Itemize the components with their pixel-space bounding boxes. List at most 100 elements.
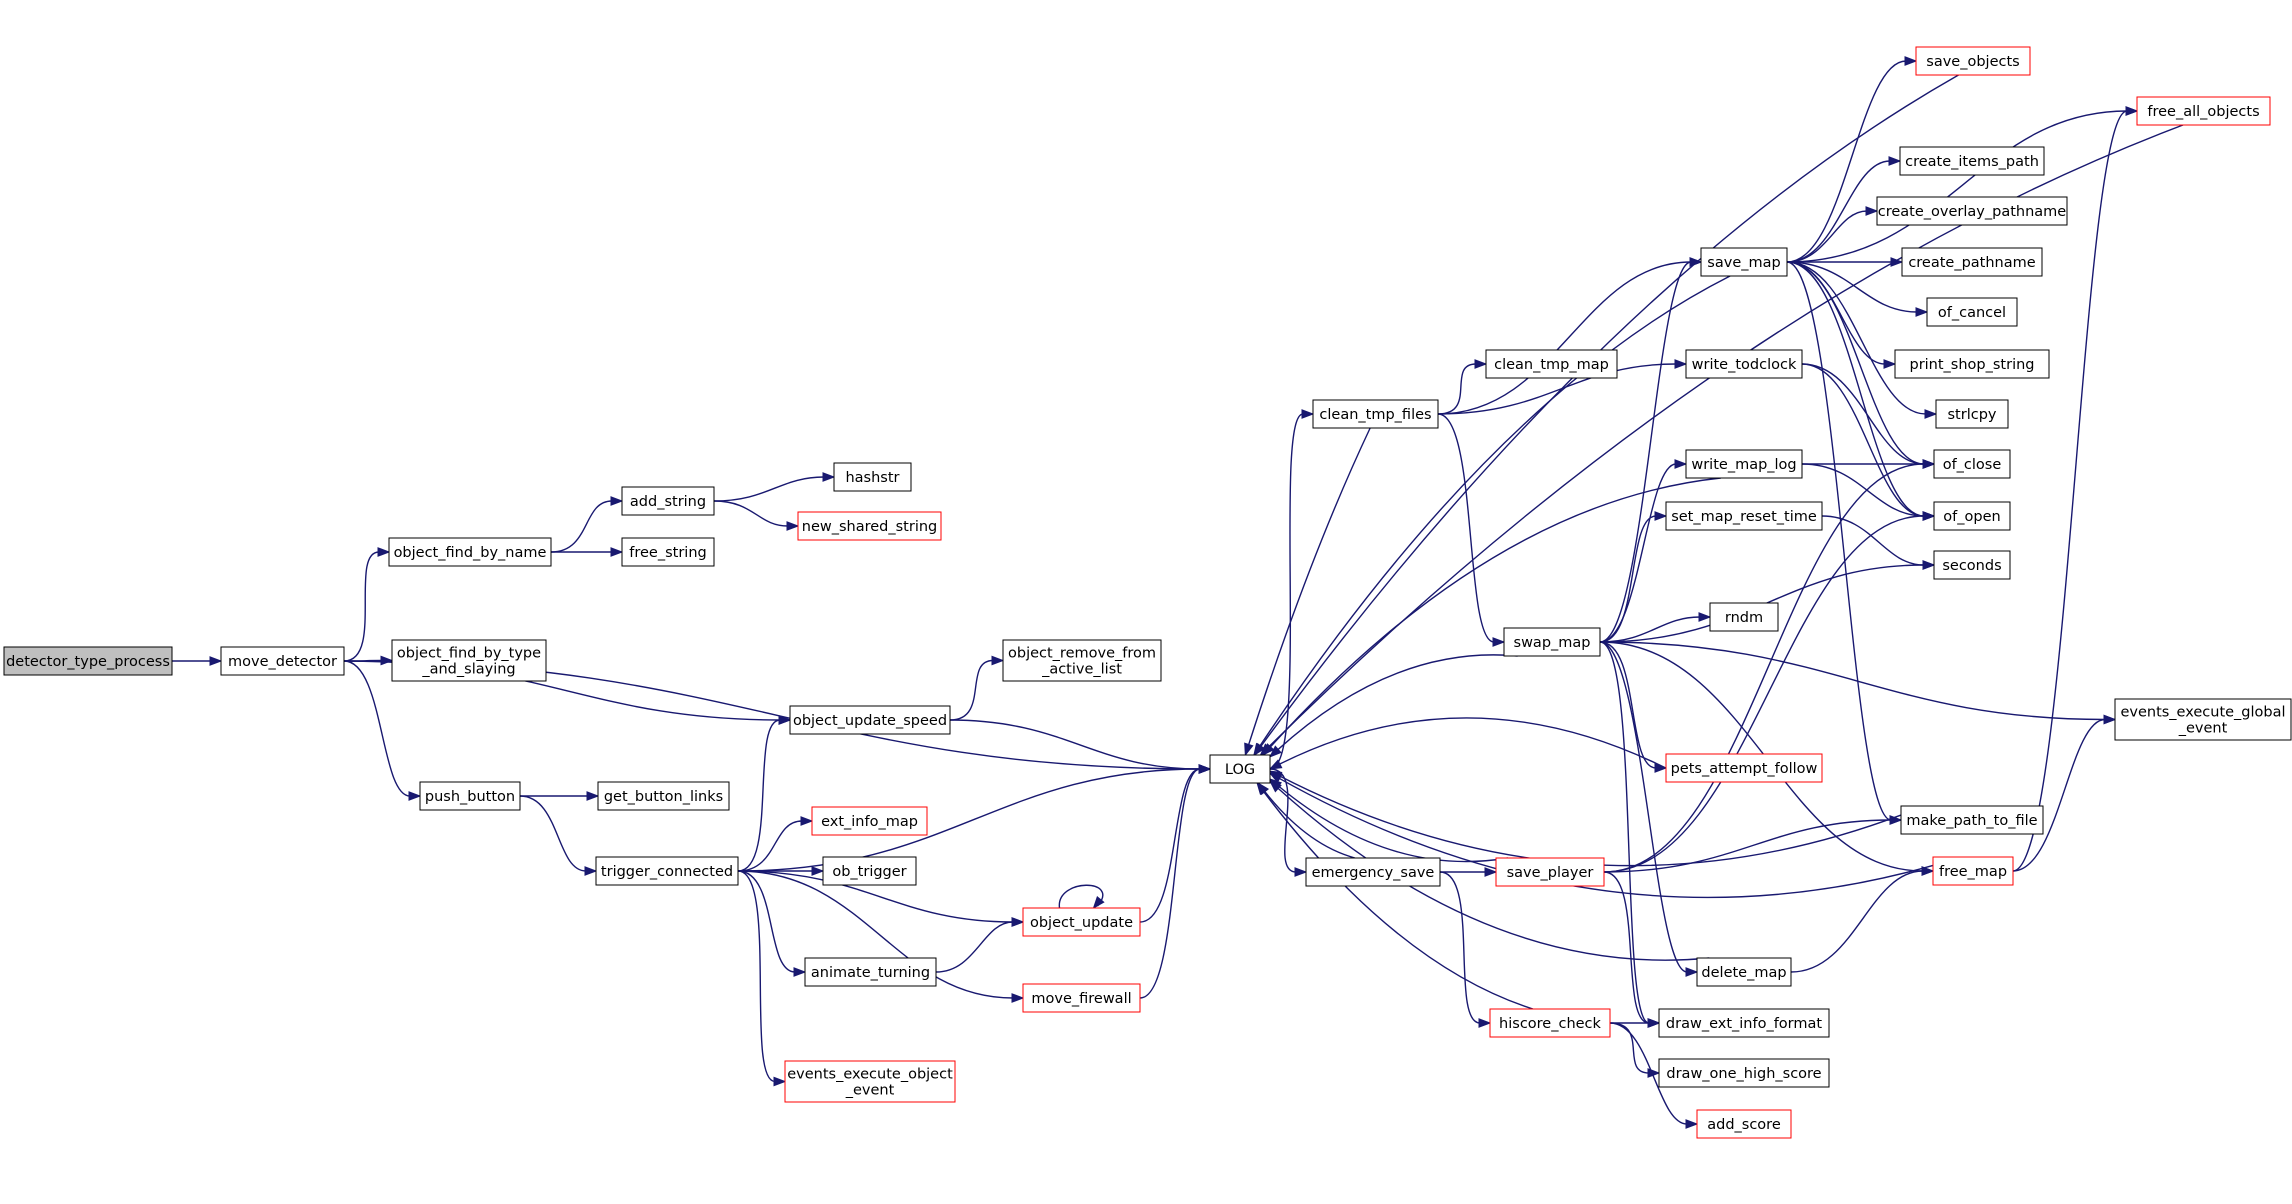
node-label: new_shared_string — [802, 519, 938, 535]
node-print_shop_string[interactable]: print_shop_string — [1894, 349, 2050, 379]
edge-save_map-to-create_overlay_pathname — [1786, 206, 1879, 263]
node-of_open[interactable]: of_open — [1933, 501, 2011, 531]
edge-line — [1786, 261, 1918, 313]
node-label: strlcpy — [1948, 407, 1997, 423]
node-make_path_to_file[interactable]: make_path_to_file — [1900, 805, 2044, 835]
node-clean_tmp_files[interactable]: clean_tmp_files — [1312, 399, 1439, 429]
node-free_string[interactable]: free_string — [621, 537, 715, 567]
node-box — [1685, 349, 1803, 379]
node-box — [1899, 146, 2045, 176]
edge-line — [343, 660, 411, 797]
node-object_find_by_name[interactable]: object_find_by_name — [388, 537, 552, 567]
edge-line — [550, 500, 613, 553]
node-ob_trigger[interactable]: ob_trigger — [822, 856, 917, 886]
node-rndm[interactable]: rndm — [1709, 602, 1779, 632]
node-events_execute_global_event[interactable]: events_execute_global_event — [2114, 698, 2292, 741]
edge-line — [935, 921, 1014, 973]
node-emergency_save[interactable]: emergency_save — [1305, 857, 1441, 887]
node-free_all_objects[interactable]: free_all_objects — [2136, 96, 2271, 126]
edge-push_button-to-get_button_links — [520, 791, 600, 801]
arrowhead — [793, 967, 807, 977]
arrowhead — [1268, 770, 1283, 781]
node-box — [1209, 754, 1271, 784]
node-move_detector[interactable]: move_detector — [220, 646, 345, 676]
node-clean_tmp_map[interactable]: clean_tmp_map — [1485, 349, 1618, 379]
node-free_map[interactable]: free_map — [1932, 856, 2014, 886]
node-save_map[interactable]: save_map — [1700, 247, 1788, 277]
node-push_button[interactable]: push_button — [419, 781, 521, 811]
edge-line — [1437, 261, 1692, 415]
edge-save_map-to-save_objects — [1786, 56, 1918, 263]
edge-swap_map-to-LOG — [1268, 654, 1518, 758]
node-object_update[interactable]: object_update — [1022, 907, 1141, 937]
node-animate_turning[interactable]: animate_turning — [804, 957, 937, 987]
node-draw_one_high_score[interactable]: draw_one_high_score — [1658, 1058, 1830, 1088]
node-label: of_open — [1943, 509, 2000, 525]
node-strlcpy[interactable]: strlcpy — [1935, 399, 2009, 429]
node-create_overlay_pathname[interactable]: create_overlay_pathname — [1876, 196, 2068, 226]
edge-line — [1609, 1022, 1650, 1074]
node-save_objects[interactable]: save_objects — [1915, 46, 2031, 76]
node-new_shared_string[interactable]: new_shared_string — [797, 511, 942, 541]
node-detector_type_process[interactable]: detector_type_process — [3, 646, 173, 676]
node-hashstr[interactable]: hashstr — [833, 462, 912, 492]
node-save_player[interactable]: save_player — [1495, 857, 1605, 887]
node-LOG[interactable]: LOG — [1209, 754, 1271, 784]
node-delete_map[interactable]: delete_map — [1696, 957, 1792, 987]
node-object_update_speed[interactable]: object_update_speed — [789, 705, 951, 735]
node-hiscore_check[interactable]: hiscore_check — [1489, 1008, 1611, 1038]
edge-line — [1609, 1022, 1688, 1125]
arrowhead — [786, 521, 800, 531]
node-seconds[interactable]: seconds — [1933, 550, 2011, 580]
node-create_pathname[interactable]: create_pathname — [1901, 247, 2043, 277]
edge-push_button-to-trigger_connected — [519, 795, 598, 876]
node-write_todclock[interactable]: write_todclock — [1685, 349, 1803, 379]
node-ext_info_map[interactable]: ext_info_map — [811, 806, 928, 836]
node-add_score[interactable]: add_score — [1696, 1109, 1792, 1139]
node-label: draw_one_high_score — [1666, 1066, 1821, 1082]
node-get_button_links[interactable]: get_button_links — [597, 781, 730, 811]
node-label: clean_tmp_map — [1494, 357, 1609, 373]
node-events_execute_object_event[interactable]: events_execute_object_event — [784, 1060, 956, 1103]
node-box — [1900, 805, 2044, 835]
node-write_map_log[interactable]: write_map_log — [1685, 449, 1803, 479]
edge-line — [1599, 641, 1688, 973]
node-set_map_reset_time[interactable]: set_map_reset_time — [1665, 501, 1823, 531]
edge-line — [1276, 654, 1518, 751]
node-add_string[interactable]: add_string — [621, 486, 715, 516]
edge-line — [737, 820, 803, 872]
node-of_close[interactable]: of_close — [1933, 449, 2011, 479]
node-move_firewall[interactable]: move_firewall — [1022, 983, 1141, 1013]
arrowhead — [1011, 993, 1025, 1003]
node-label: hashstr — [845, 470, 899, 486]
node-label: free_map — [1939, 864, 2007, 880]
edge-line — [1786, 261, 1925, 465]
node-of_cancel[interactable]: of_cancel — [1926, 297, 2018, 327]
node-draw_ext_info_format[interactable]: draw_ext_info_format — [1658, 1008, 1830, 1038]
edge-line — [949, 659, 994, 721]
node-swap_map[interactable]: swap_map — [1503, 627, 1601, 657]
node-label: get_button_links — [604, 789, 723, 805]
arrowhead — [2125, 106, 2139, 116]
node-box — [1665, 753, 1823, 783]
node-box — [811, 806, 928, 836]
node-label: make_path_to_file — [1906, 813, 2037, 829]
node-box — [220, 646, 345, 676]
node-object_find_by_type_and_slaying[interactable]: object_find_by_type_and_slaying — [391, 639, 547, 682]
node-label: rndm — [1725, 610, 1763, 626]
node-label: write_map_log — [1691, 457, 1796, 473]
arrowhead — [408, 791, 422, 801]
node-create_items_path[interactable]: create_items_path — [1899, 146, 2045, 176]
edge-line — [1786, 110, 2128, 263]
edge-line — [1247, 427, 1371, 746]
node-label: create_items_path — [1905, 154, 2039, 170]
arrowhead — [610, 547, 624, 557]
edge-line — [1599, 261, 1692, 643]
node-trigger_connected[interactable]: trigger_connected — [595, 856, 739, 886]
node-label: object_find_by_name — [394, 545, 547, 561]
node-object_remove_from_active_list[interactable]: object_remove_from_active_list — [1002, 639, 1162, 682]
node-pets_attempt_follow[interactable]: pets_attempt_follow — [1665, 753, 1823, 783]
node-label: ob_trigger — [832, 864, 906, 880]
node-box — [621, 486, 715, 516]
node-label: push_button — [425, 789, 515, 805]
